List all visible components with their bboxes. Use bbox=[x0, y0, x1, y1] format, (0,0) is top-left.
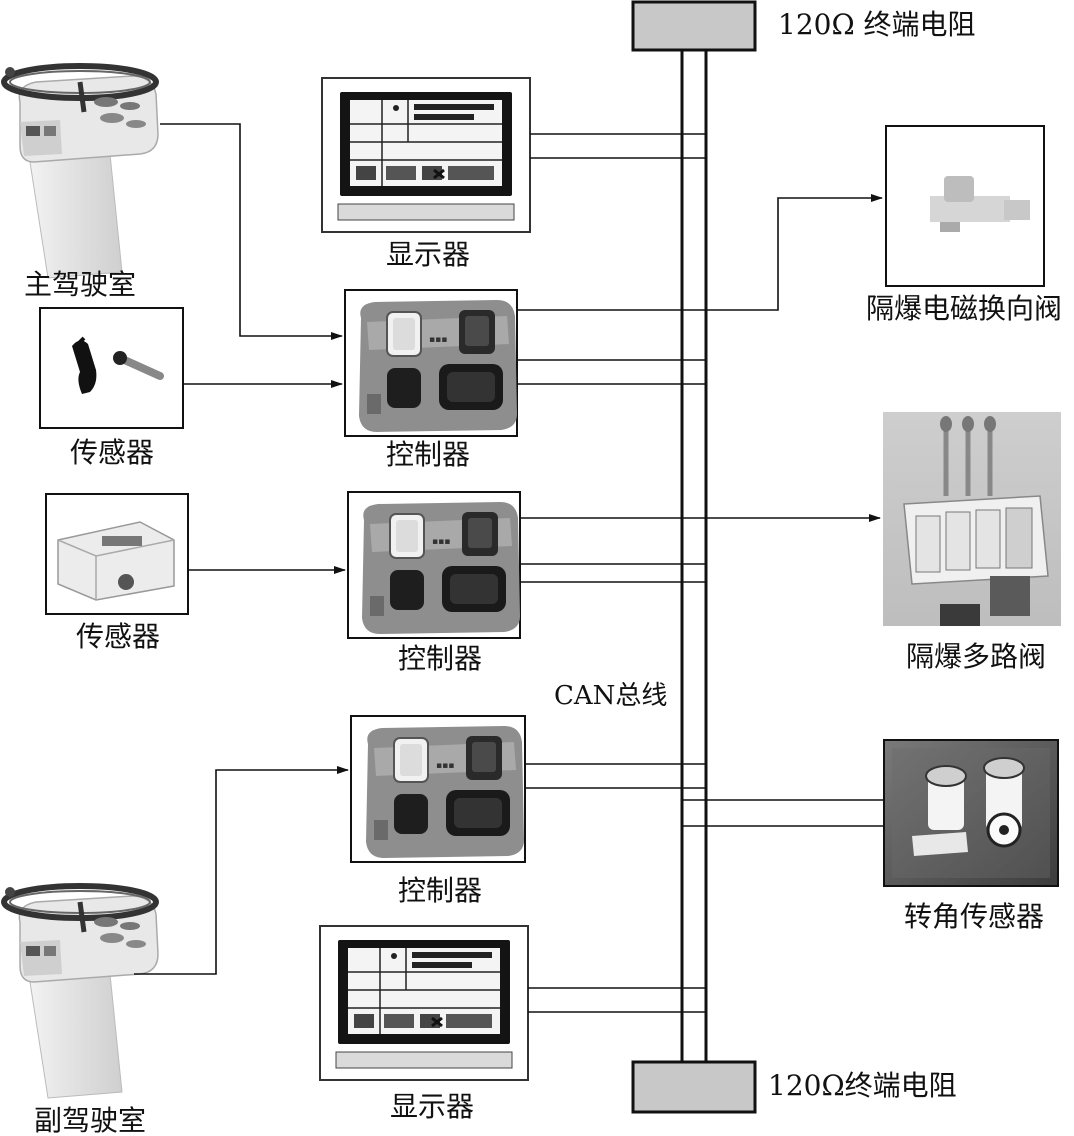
controller-3-label: 控制器 bbox=[398, 874, 482, 907]
controller-2-label: 控制器 bbox=[398, 642, 482, 675]
controller-1-bus-lines bbox=[517, 194, 883, 385]
main-cab-to-controller-1 bbox=[160, 123, 343, 340]
solenoid-valve-image bbox=[885, 125, 1045, 287]
terminator-bottom-label: 120Ω终端电阻 bbox=[768, 1069, 957, 1102]
multiway-valve-label: 隔爆多路阀 bbox=[906, 640, 1046, 673]
display-top-bus-lines bbox=[530, 133, 706, 159]
display-bottom bbox=[318, 924, 530, 1082]
can-bus-label: CAN总线 bbox=[554, 681, 667, 711]
sub-cab-label: 副驾驶室 bbox=[34, 1104, 146, 1136]
controller-1 bbox=[344, 289, 518, 437]
sub-cab-to-controller-3 bbox=[134, 766, 349, 975]
main-cab-image bbox=[4, 66, 158, 278]
controller-2-bus-lines bbox=[520, 514, 881, 583]
can-bus bbox=[680, 50, 708, 1062]
controller-1-label: 控制器 bbox=[386, 438, 470, 471]
display-top bbox=[320, 76, 532, 234]
terminator-top bbox=[631, 0, 757, 52]
main-cab-label: 主驾驶室 bbox=[24, 268, 136, 301]
controller-2 bbox=[347, 491, 521, 639]
display-bottom-label: 显示器 bbox=[390, 1090, 474, 1123]
controller-3-bus-lines bbox=[525, 763, 706, 789]
controller-3 bbox=[350, 715, 526, 863]
multiway-valve-image bbox=[883, 412, 1061, 626]
angle-sensor-bus-lines bbox=[682, 799, 884, 827]
terminator-bottom bbox=[631, 1060, 757, 1114]
display-bottom-bus-lines bbox=[528, 987, 706, 1013]
sensor-1-image bbox=[39, 307, 184, 429]
angle-sensor-image bbox=[883, 739, 1059, 887]
sub-cab-image bbox=[4, 886, 158, 1098]
solenoid-valve-label: 隔爆电磁换向阀 bbox=[866, 292, 1062, 325]
terminator-top-label: 120Ω 终端电阻 bbox=[778, 8, 976, 41]
sensor-1-label: 传感器 bbox=[70, 436, 154, 469]
sensor-2-image bbox=[45, 493, 189, 615]
sensor-2-label: 传感器 bbox=[76, 620, 160, 653]
angle-sensor-label: 转角传感器 bbox=[904, 900, 1044, 933]
display-top-label: 显示器 bbox=[386, 238, 470, 271]
